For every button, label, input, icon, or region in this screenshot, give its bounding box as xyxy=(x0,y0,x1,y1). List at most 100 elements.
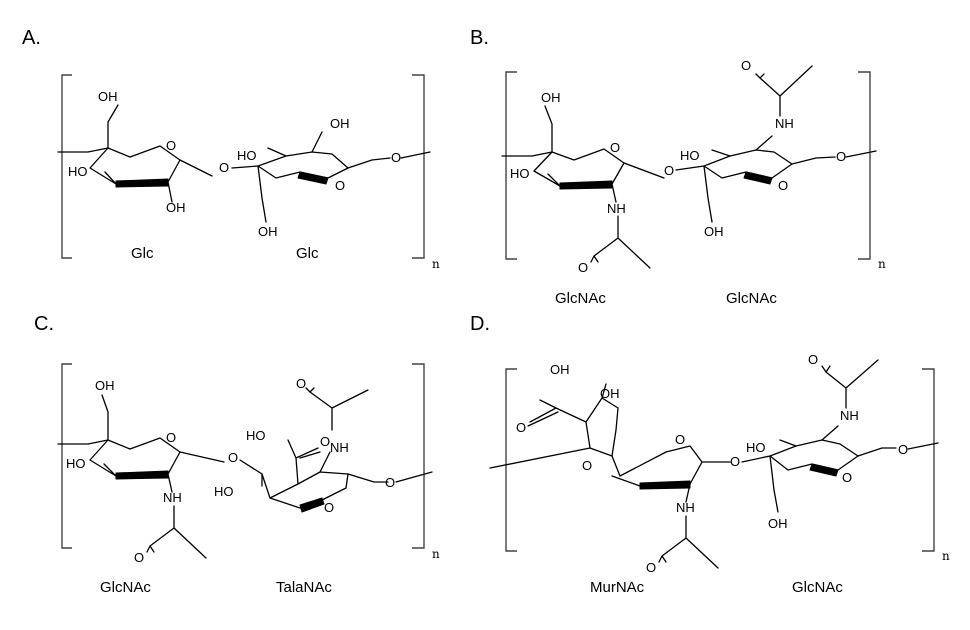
c3-hydroxyl: OH xyxy=(600,386,620,401)
ring-oxygen: O xyxy=(675,432,685,447)
c6-hydroxyl: OH xyxy=(768,516,788,531)
left-acetyl-bonds xyxy=(590,215,651,269)
left-ring-wedge xyxy=(115,470,169,480)
right-substituent-bonds xyxy=(257,131,391,223)
left-ring-wedge xyxy=(559,180,613,190)
left-substituent-bonds xyxy=(685,461,731,503)
residue-label: GlcNAc xyxy=(792,579,843,596)
right-acetyl-bonds xyxy=(755,65,813,117)
ring-oxygen: O xyxy=(610,140,620,155)
ring-oxygen: O xyxy=(166,430,176,445)
residue-label: GlcNAc xyxy=(100,579,151,596)
residue-label: Glc xyxy=(296,245,319,262)
carboxyl-hydroxyl: HO xyxy=(246,428,266,443)
left-ring-bonds xyxy=(489,445,703,487)
ring-ether-oxygen: O xyxy=(582,458,592,473)
acetyl-oxygen: O xyxy=(296,376,306,391)
right-ring-wedge xyxy=(297,171,329,185)
repeat-bracket-left xyxy=(505,71,517,260)
panel-d: D. n O OH O OH O NH O O O HO NH O OH O M… xyxy=(470,313,950,596)
right-ring-bonds xyxy=(231,151,349,179)
acetamido-nh: NH xyxy=(676,500,695,515)
c4-hydroxyl: HO xyxy=(66,456,86,471)
glycosidic-oxygen: O xyxy=(228,450,238,465)
c6-bond xyxy=(107,104,119,149)
left-acetyl-bonds xyxy=(658,515,719,569)
left-ring-bonds xyxy=(57,437,181,477)
panel-b: B. n O OH HO NH O O O HO NH O OH O GlcNA… xyxy=(470,27,886,307)
c6-hydroxyl: OH xyxy=(704,224,724,239)
chain-bond xyxy=(907,442,939,450)
glycosidic-oxygen: O xyxy=(898,442,908,457)
c2-hydroxyl: OH xyxy=(330,116,350,131)
repeat-bracket-left xyxy=(505,368,517,552)
residue-label: TalaNAc xyxy=(276,579,332,596)
left-ring-bonds xyxy=(57,145,181,185)
ring-oxygen: O xyxy=(166,138,176,153)
repeat-bracket-right xyxy=(922,368,935,552)
repeat-bracket-right xyxy=(858,71,871,260)
c3-hydroxyl: HO xyxy=(214,484,234,499)
right-substituent-bonds xyxy=(769,425,897,513)
glycosidic-oxygen: O xyxy=(664,163,674,178)
c3-hydroxyl: HO xyxy=(746,440,766,455)
repeat-subscript: n xyxy=(432,547,440,561)
right-ring-bonds xyxy=(675,149,793,179)
c3-hydroxyl: HO xyxy=(680,148,700,163)
right-ring-wedge xyxy=(299,497,325,513)
right-ring-bonds xyxy=(239,459,349,509)
c6-hydroxyl: OH xyxy=(258,224,278,239)
repeat-bracket-right xyxy=(412,363,425,549)
repeat-bracket-left xyxy=(61,74,72,259)
repeat-bracket-right xyxy=(412,74,425,259)
repeat-subscript: n xyxy=(432,257,440,271)
acetamido-nh: NH xyxy=(330,440,349,455)
left-ring-wedge xyxy=(115,178,169,188)
residue-label: Glc xyxy=(131,245,154,262)
acetyl-oxygen: O xyxy=(578,260,588,275)
left-substituent-bonds xyxy=(101,394,225,493)
c2-hydroxyl: OH xyxy=(166,200,186,215)
panel-b-letter: B. xyxy=(470,27,489,49)
glycosidic-oxygen: O xyxy=(391,150,401,165)
carboxyl-oxygen: O xyxy=(320,434,330,449)
glycosidic-oxygen: O xyxy=(219,160,229,175)
lactyl-oxygen: O xyxy=(516,420,526,435)
c6-hydroxyl: OH xyxy=(95,378,115,393)
panel-d-letter: D. xyxy=(470,313,490,335)
repeat-subscript: n xyxy=(878,257,886,271)
acetamido-nh: NH xyxy=(163,490,182,505)
left-ring-wedge xyxy=(639,480,691,490)
chain-bond xyxy=(845,150,877,158)
acetamido-nh: NH xyxy=(840,408,859,423)
c3-hydroxyl: HO xyxy=(237,148,257,163)
right-substituent-bonds xyxy=(703,135,836,223)
glycosidic-oxygen: O xyxy=(836,149,846,164)
residue-label: MurNAc xyxy=(590,579,645,596)
acetyl-oxygen: O xyxy=(134,550,144,565)
panel-c: C. n O OH HO NH O O O HO O NH O HO O Glc… xyxy=(34,313,440,596)
left-acetyl-bonds xyxy=(146,505,207,559)
c4-hydroxyl: HO xyxy=(510,166,530,181)
right-acetyl-bonds xyxy=(305,387,369,431)
repeat-bracket-left xyxy=(61,363,72,549)
right-substituent-bonds xyxy=(261,439,389,487)
chain-bond xyxy=(395,471,433,483)
right-ring-wedge xyxy=(809,463,839,477)
panel-a: A. n O OH HO OH O O HO OH OH O Glc Glc xyxy=(22,27,440,271)
glycosidic-oxygen: O xyxy=(730,454,740,469)
acetyl-oxygen: O xyxy=(808,352,818,367)
left-substituent-bonds xyxy=(104,159,213,203)
lactyl-hydroxyl: OH xyxy=(550,362,570,377)
c4-hydroxyl: HO xyxy=(68,164,88,179)
acetyl-oxygen: O xyxy=(646,560,656,575)
ring-oxygen: O xyxy=(842,470,852,485)
left-substituent-bonds xyxy=(544,105,665,203)
ring-oxygen: O xyxy=(335,178,345,193)
acetamido-nh: NH xyxy=(775,116,794,131)
c6-hydroxyl: OH xyxy=(541,90,561,105)
lactyl-bonds xyxy=(527,383,619,457)
ring-oxygen: O xyxy=(324,500,334,515)
right-ring-wedge xyxy=(743,171,773,185)
